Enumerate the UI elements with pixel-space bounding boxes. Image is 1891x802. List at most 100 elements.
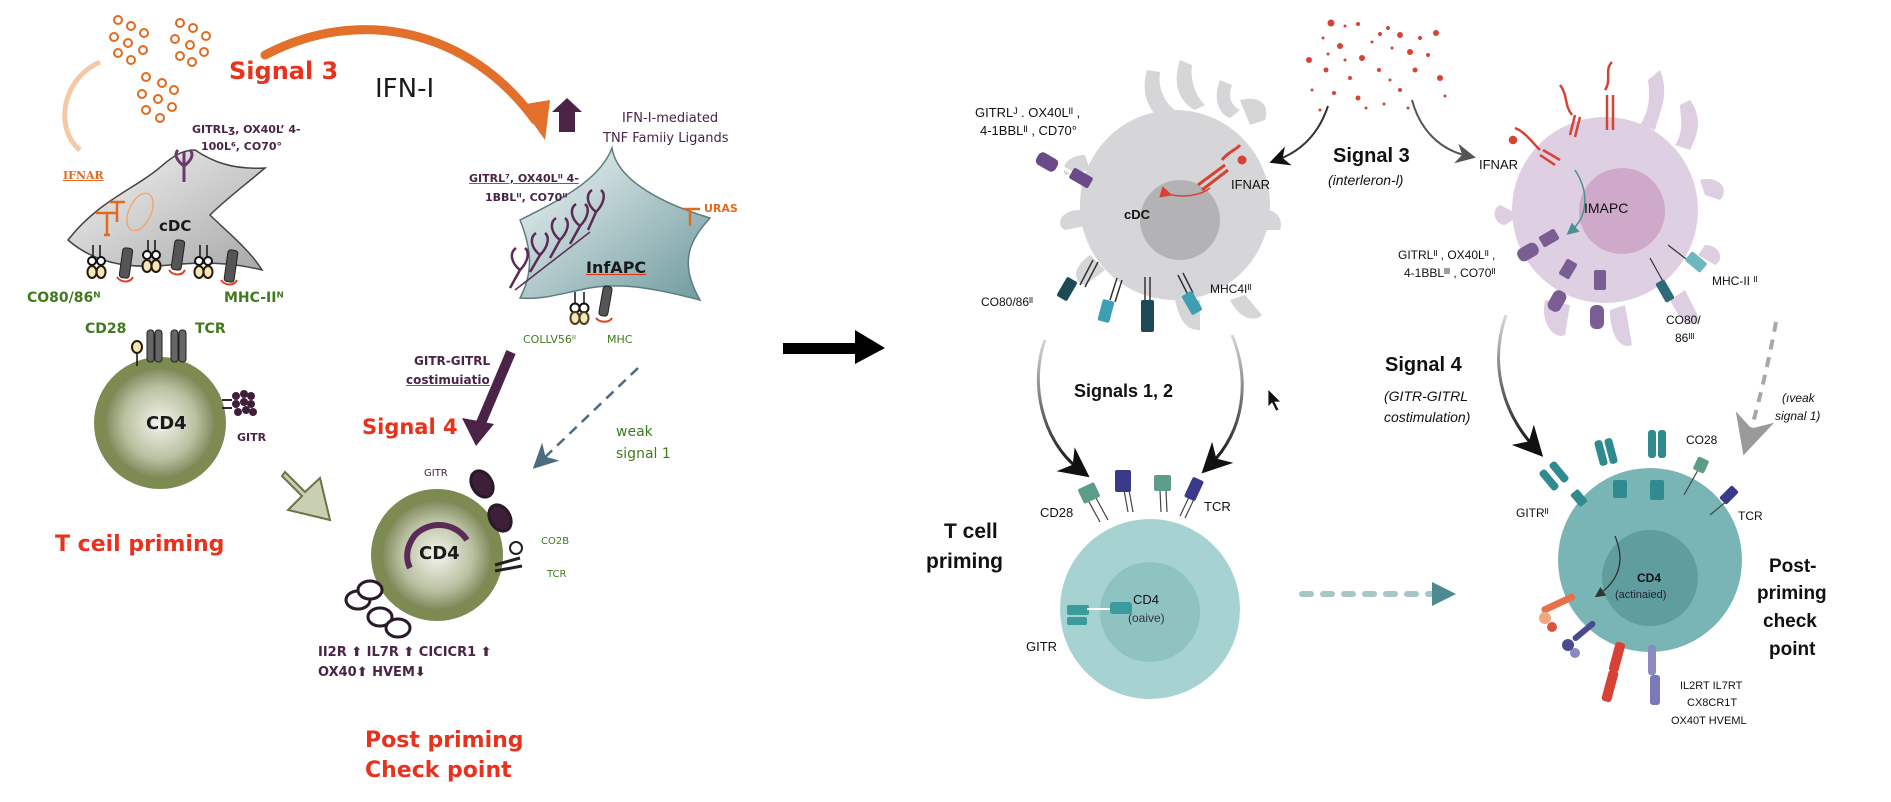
weak-signal-line2: signal 1: [616, 446, 671, 462]
signal4-right-label: Signal 4: [1385, 354, 1462, 376]
markers-line1: II2R ⬆ IL7R ⬆ CICICR1 ⬆: [318, 645, 492, 660]
cd28-tcr-active-icon: [494, 541, 523, 573]
tnf-ligand-icon: [174, 148, 194, 182]
post-priming-line2: Check point: [365, 758, 512, 783]
infapc-ifnar-label: URAS: [704, 202, 738, 215]
naive-cd28-label: CD28: [1040, 505, 1074, 520]
cdc-ligands-line2: 100L⁶, CO70°: [201, 140, 283, 153]
infapc-tnf-ligands-icon: [508, 188, 605, 291]
imapc-ifnar-label: IFNAR: [1479, 157, 1518, 172]
active-cd28-label: CO28: [1686, 433, 1718, 447]
cdc-right-label: cDC: [1124, 207, 1151, 222]
active-upregulated-receptors-icon: [1539, 593, 1660, 705]
cd28-receptor-icon: [131, 340, 143, 366]
cdc-mhc-receptors-icon: [1097, 272, 1202, 332]
cdc-label: cDC: [159, 217, 192, 235]
ifn-to-cdc-arrow-icon: [1269, 105, 1329, 166]
transition-arrow-icon: [783, 330, 885, 364]
t-cell-priming-right-line1: T cell: [944, 520, 998, 543]
cd4-naive-label: CD4: [146, 413, 187, 434]
gitr-cluster-icon: [344, 469, 513, 639]
mouse-cursor-icon: [1267, 388, 1282, 412]
imapc-ligands-line1: GITRLᴵᴵ , OX40Lᴵᴵ ,: [1398, 248, 1496, 262]
cd28-active-label: CO2B: [541, 536, 570, 547]
imapc-cd80-86-icon: [1649, 257, 1675, 303]
cdc-ligands-right-line1: GITRLᴶ . OX40Lᴵᴵ ,: [975, 105, 1081, 120]
priming-transition-dashed-arrow-icon: [1299, 582, 1456, 606]
infapc-mhc-label: MHC: [607, 333, 633, 346]
ifn-cytokine-cluster-icon: [109, 15, 211, 123]
infapc-ifnar-icon: [683, 207, 700, 226]
weak-right-line1: (ıveak: [1782, 391, 1815, 405]
tcr-label: TCR: [195, 321, 226, 337]
internal-signal-arc-icon: [404, 521, 470, 570]
tcr-active-label: TCR: [547, 569, 567, 580]
signals12-label: Signals 1, 2: [1074, 381, 1174, 401]
naive-cd28-icon: [1078, 482, 1109, 523]
ifnar-label: IFNAR: [63, 169, 104, 182]
active-internal-arrow-icon: [1594, 535, 1621, 598]
active-gitr-receptors-icon: [1539, 430, 1666, 507]
weak-right-line2: signal 1): [1775, 409, 1821, 423]
weak-signal-dashed-arrow-icon: [532, 367, 639, 469]
naive-gitr-icon: [1067, 602, 1132, 625]
cd80-86-ligand-icon: [86, 240, 214, 279]
naive-tcr-label: TCR: [1204, 499, 1231, 514]
gitr-costim-line2: costimuiatio: [406, 373, 490, 387]
post-priming-line1: Post priming: [365, 728, 524, 753]
mhc-ii-label: MHC-IIᴺ: [224, 290, 284, 306]
ifn-mediated-line1: IFN-I-mediated: [622, 111, 719, 126]
active-markers-line3: OX40T HVEML: [1671, 715, 1747, 727]
ifnar-receptor-icon: [96, 200, 125, 237]
active-tcr-label: TCR: [1738, 509, 1763, 523]
imapc-ligands-line2: 4-1BBLᴵᴵᴵ , CO70ᴵᴵ: [1404, 266, 1496, 280]
t-cell-priming-right-line2: priming: [926, 550, 1003, 573]
signal4-right-arrow-icon: [1497, 314, 1544, 457]
t-cell-priming-label: T ceil priming: [55, 532, 225, 557]
imapc-cd80-line1: CO80/: [1666, 313, 1701, 327]
active-markers-line1: IL2RT IL7RT: [1680, 680, 1743, 692]
cdc-cd80-86-icon: [1057, 259, 1099, 301]
imapc-mhc-label: MHC-II ᴵᴵ: [1712, 274, 1758, 288]
infapc-cd80-icon: [569, 292, 590, 325]
signal4-right-sub-line2: costimulation): [1384, 409, 1471, 425]
imapc-tnf-ligands-icon: [1517, 229, 1606, 329]
cdc-internal-arrow-icon: [1159, 186, 1211, 198]
active-cd28-tcr-icon: [1683, 456, 1739, 516]
infapc-cell: [518, 145, 712, 302]
signal3-right-label: Signal 3: [1333, 145, 1410, 167]
naive-cd4-label: CD4: [1133, 592, 1160, 607]
active-cd4-label: CD4: [1637, 571, 1662, 585]
signal3-arrowhead-icon: [520, 100, 550, 140]
infapc-mhc-icon: [598, 285, 613, 317]
imapc-cd80-line2: 86ᴵᴵᴵ: [1675, 331, 1695, 345]
post-priming-right-line2: priming: [1757, 583, 1827, 604]
cd4-naive-left-cell: [94, 357, 226, 489]
naive-cd4-sub: (oaive): [1128, 611, 1165, 625]
ifn-to-imapc-arrow-icon: [1411, 99, 1476, 164]
cd80-86-label: CO80/86ᴺ: [27, 290, 101, 306]
active-cd4-sub: (actinaied): [1615, 589, 1667, 601]
gitr-receptor-icon: [222, 390, 257, 416]
imapc-cell: [1494, 70, 1724, 346]
active-gitr-label: GITRᴵᴵ: [1516, 506, 1549, 520]
signal4-label: Signal 4: [362, 415, 458, 439]
signals12-right-arrow-icon: [1201, 334, 1244, 474]
imapc-ifnar-receptors-icon: [1508, 61, 1615, 167]
ifn-mediated-line2: TNF Famiiy Ligands: [603, 131, 729, 146]
gitr-naive-label: GITR: [237, 431, 267, 444]
markers-line2: OX40⬆ HVEM⬇: [318, 665, 426, 680]
weak-signal-right-dashed-arrow-icon: [1735, 321, 1778, 456]
post-priming-right-line4: point: [1769, 639, 1816, 660]
up-arrow-icon: [552, 98, 582, 132]
imapc-internal-arrow-icon: [1566, 169, 1586, 235]
infapc-ligands-line1: GITRL⁷, OX40Lᴵᴵ 4-: [469, 172, 579, 185]
post-priming-right-line1: Post-: [1769, 556, 1817, 577]
signals12-left-arrow-icon: [1036, 339, 1090, 478]
autocrine-arrow-icon: [62, 59, 102, 152]
signal3-orange-arrow-icon: [260, 25, 540, 125]
signal3-right-sub: (interleron-l): [1328, 172, 1404, 188]
naive-tcr-icons: [1115, 470, 1204, 519]
mhc-ii-icon: [116, 239, 239, 286]
